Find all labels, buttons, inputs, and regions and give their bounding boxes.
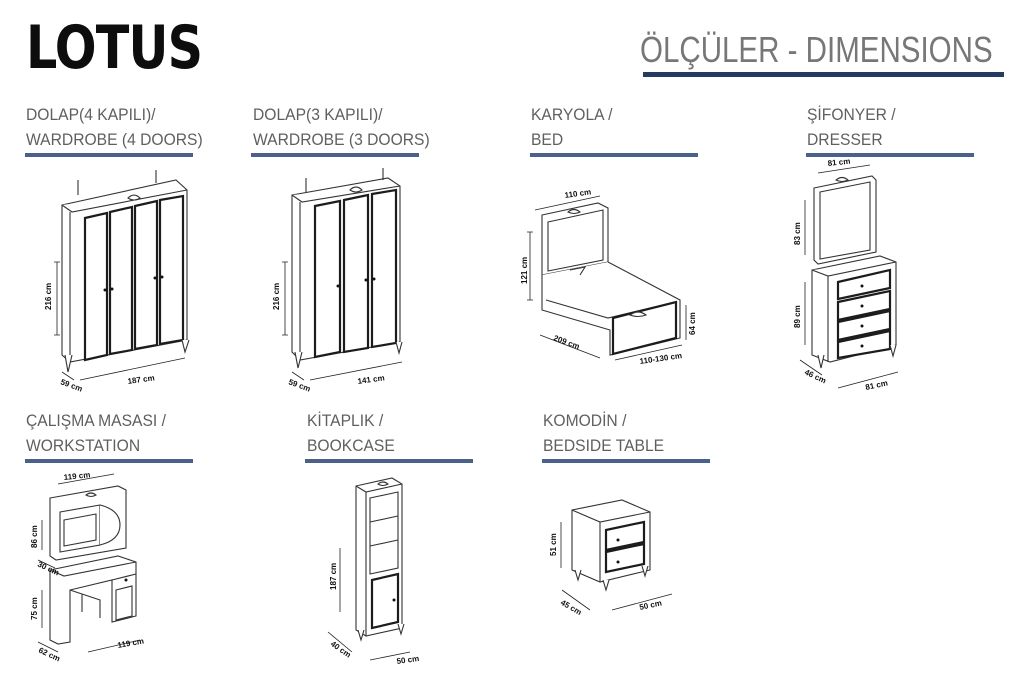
wardrobe-3-height-label: 216 cm (272, 283, 281, 310)
bed-height-label: 121 cm (520, 257, 529, 284)
workstation-width-label: 119 cm (117, 636, 145, 650)
workstation-label-tr: ÇALIŞMA MASASI / (26, 411, 166, 430)
bedside-height-label: 51 cm (549, 533, 558, 556)
dresser-width-label: 81 cm (865, 378, 889, 392)
wardrobe-3-depth-label: 59 cm (287, 377, 311, 393)
wardrobe-3-width-label: 141 cm (357, 373, 385, 386)
wardrobe-4-height-label: 216 cm (44, 283, 53, 310)
bookcase-drawing: 187 cm 40 cm 50 cm (327, 477, 420, 666)
dresser-height-label: 89 cm (793, 305, 802, 328)
brand-logo: LOTUS (26, 13, 203, 83)
dimensions-title-underline (643, 72, 1004, 77)
workstation-label-en: WORKSTATION (26, 436, 141, 455)
bed-length-label: 209 cm (552, 333, 581, 351)
bed-underline (530, 153, 698, 157)
bookcase-label-en: BOOKCASE (307, 436, 395, 455)
wardrobe-3-label-en: WARDROBE (3 DOORS) (253, 130, 430, 149)
bookcase-width-label: 50 cm (396, 654, 420, 666)
dresser-underline (806, 153, 974, 157)
bookcase-height-label: 187 cm (329, 563, 338, 590)
bedside-label-en: BEDSIDE TABLE (543, 436, 665, 455)
bed-label-en: BED (531, 130, 564, 149)
bookcase-underline (305, 459, 473, 463)
workstation-height-label: 75 cm (30, 597, 39, 620)
workstation-hutch-width-label: 119 cm (63, 470, 90, 482)
bookcase-label-tr: KİTAPLIK / (307, 411, 384, 430)
wardrobe-4-label-tr: DOLAP(4 KAPILI)/ (26, 105, 156, 124)
bedside-width-label: 50 cm (639, 598, 663, 612)
wardrobe-4-underline (25, 153, 193, 157)
bedside-table-drawing: 51 cm 45 cm 50 cm (549, 499, 673, 617)
dresser-label-en: DRESSER (807, 130, 883, 149)
bed-footboard-height-label: 64 cm (688, 312, 697, 335)
wardrobe-4-drawing: 216 cm 59 cm 187 cm (44, 170, 190, 394)
bed-headboard-width-label: 110 cm (564, 187, 592, 200)
bed-drawing: 110 cm 121 cm 209 cm 64 cm 110-130 cm (520, 187, 697, 366)
workstation-hutch-depth-label: 30 cm (36, 560, 60, 578)
dresser-mirror-height-label: 83 cm (793, 222, 802, 245)
bedside-underline (542, 459, 710, 463)
workstation-hutch-height-label: 86 cm (30, 525, 39, 548)
wardrobe-4-width-label: 187 cm (127, 373, 155, 386)
wardrobe-4-label-en: WARDROBE (4 DOORS) (26, 130, 203, 149)
bedside-depth-label: 45 cm (559, 598, 583, 617)
workstation-depth-label: 62 cm (37, 646, 61, 664)
dresser-drawing: 81 cm 83 cm 89 cm 46 cm 81 cm (793, 157, 899, 392)
wardrobe-3-label-tr: DOLAP(3 KAPILI)/ (253, 105, 383, 124)
dimensions-title: ÖLÇÜLER - DIMENSIONS (640, 29, 993, 70)
dresser-mirror-width-label: 81 cm (827, 157, 851, 168)
bedside-label-tr: KOMODİN / (543, 411, 627, 430)
wardrobe-3-drawing: 216 cm 59 cm 141 cm (272, 168, 403, 394)
wardrobe-3-underline (251, 153, 419, 157)
workstation-drawing: 119 cm 86 cm 30 cm 75 cm 62 cm 119 cm (30, 470, 145, 663)
workstation-underline (25, 459, 193, 463)
bed-label-tr: KARYOLA / (531, 105, 613, 124)
dresser-label-tr: ŞİFONYER / (807, 105, 896, 124)
